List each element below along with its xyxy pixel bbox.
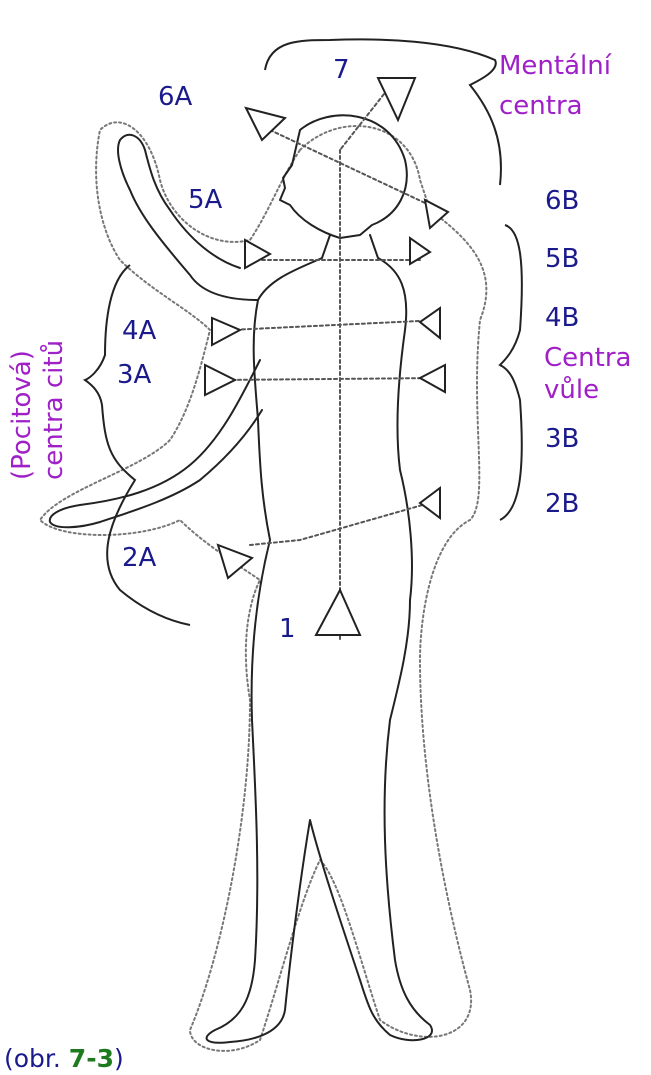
label-3B: 3B	[545, 426, 579, 452]
label-4B: 4B	[545, 305, 579, 331]
citu-line-1: (Pocitová)	[6, 290, 38, 480]
label-7: 7	[333, 57, 350, 83]
citu-line-2: centra citů	[38, 290, 70, 480]
aura-outline	[40, 122, 486, 1051]
cone-7	[378, 78, 415, 120]
group-label-vule: Centra vůle	[544, 342, 631, 406]
cone-2A	[218, 545, 252, 578]
right-arm-extended	[50, 360, 262, 527]
vule-line-2: vůle	[544, 374, 631, 406]
left-arm-raised	[118, 135, 258, 300]
cone-5A	[245, 240, 270, 268]
figure-caption: (obr. 7-3)	[4, 1044, 124, 1073]
label-2B: 2B	[545, 491, 579, 517]
cone-6A	[246, 108, 285, 140]
mental-line-2: centra	[499, 86, 611, 126]
brace-mental	[265, 39, 501, 185]
cone-4A	[212, 318, 240, 345]
label-6B: 6B	[545, 188, 579, 214]
torso-outline	[254, 235, 412, 600]
cone-3B	[420, 365, 445, 392]
group-label-citu: (Pocitová) centra citů	[6, 290, 70, 480]
cone-1	[316, 590, 360, 635]
cone-3A	[205, 365, 235, 395]
label-5A: 5A	[188, 187, 222, 213]
legs-outline	[207, 540, 432, 1043]
cone-2B	[420, 488, 440, 518]
figure-number: 7-3	[69, 1044, 114, 1073]
caption-suffix: )	[114, 1044, 124, 1073]
cone-6B	[425, 200, 448, 228]
caption-prefix: (obr.	[4, 1044, 69, 1073]
label-2A: 2A	[122, 545, 156, 571]
label-6A: 6A	[158, 84, 192, 110]
label-4A: 4A	[122, 318, 156, 344]
label-1: 1	[279, 616, 296, 642]
label-3A: 3A	[117, 362, 151, 388]
cone-4B	[420, 308, 440, 338]
group-label-mental: Mentální centra	[499, 46, 611, 126]
mental-line-1: Mentální	[499, 46, 611, 86]
label-5B: 5B	[545, 246, 579, 272]
brace-vule	[500, 225, 522, 520]
vule-line-1: Centra	[544, 342, 631, 374]
